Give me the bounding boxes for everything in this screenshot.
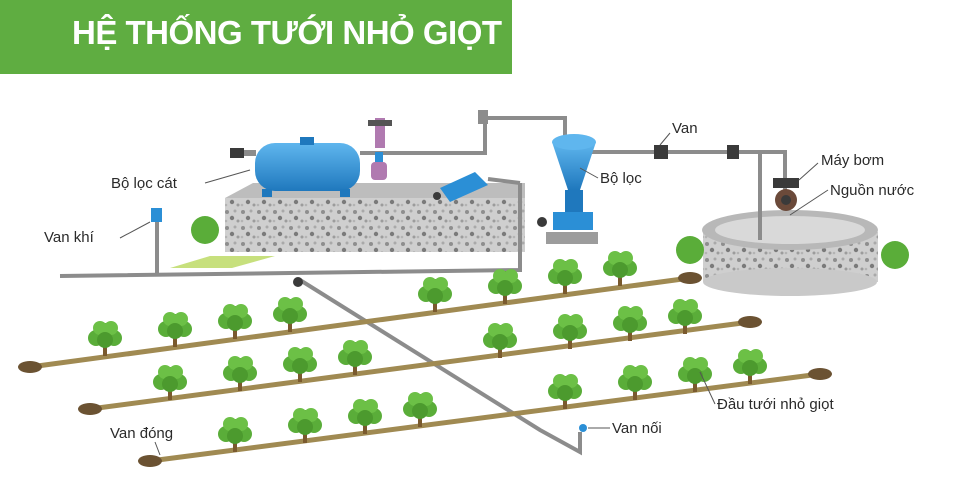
label-filter: Bộ lọc <box>600 170 642 187</box>
label-float-valve: Van nối <box>612 420 662 437</box>
page-title: HỆ THỐNG TƯỚI NHỎ GIỌT <box>72 14 502 51</box>
label-air-valve: Van khí <box>44 229 94 246</box>
hydrocyclone-filter <box>537 134 598 244</box>
label-drip-emitter: Đầu tưới nhỏ giọt <box>717 396 834 413</box>
label-leaders <box>119 132 829 456</box>
closing-valve-icon <box>293 277 303 287</box>
pressure-gauge <box>368 118 392 180</box>
valve-icon <box>727 145 739 159</box>
label-valve: Van <box>672 120 698 137</box>
air-valve-icon <box>151 208 162 222</box>
well <box>676 210 909 296</box>
label-water-source: Nguồn nước <box>830 182 915 199</box>
sand-filter-tank <box>230 137 360 197</box>
drip-lines <box>27 275 823 464</box>
label-sand-filter: Bộ lọc cát <box>111 175 177 192</box>
pump-icon <box>773 178 799 211</box>
elbow-joint <box>478 110 488 124</box>
label-closing-valve: Van đóng <box>110 425 174 442</box>
pipe-network <box>59 116 787 456</box>
label-pump: Máy bơm <box>821 152 885 169</box>
valve-icon <box>654 145 668 159</box>
title-banner: HỆ THỐNG TƯỚI NHỎ GIỌT <box>0 0 512 74</box>
float-valve-icon <box>579 424 587 432</box>
screen-filter <box>433 172 521 202</box>
